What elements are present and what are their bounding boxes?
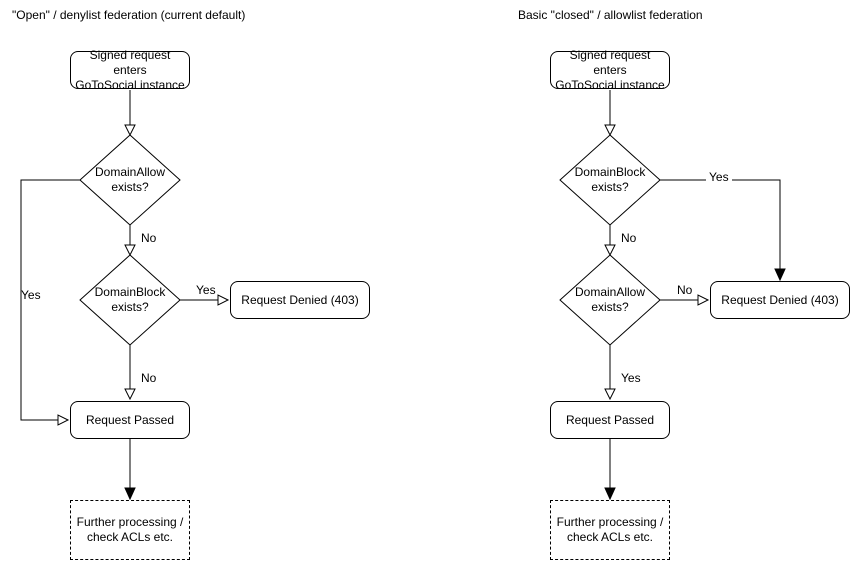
right-decision2-diamond	[559, 254, 661, 346]
left-denied-node: Request Denied (403)	[230, 281, 370, 319]
left-decision1-yes-label: Yes	[21, 288, 41, 302]
right-passed-node: Request Passed	[550, 401, 670, 439]
left-decision2-diamond	[79, 254, 181, 346]
left-arrowhead-decision2-open	[124, 244, 136, 257]
left-arrowhead-entry-open	[124, 124, 136, 137]
left-arrowhead-denied-open	[217, 294, 230, 306]
left-further-processing-node: Further processing / check ACLs etc.	[70, 500, 190, 560]
left-entry-node: Signed request enters GoToSocial instanc…	[70, 48, 190, 92]
right-arrowhead-further-filled	[604, 487, 616, 501]
left-decision1-no-label: No	[141, 231, 157, 245]
left-passed-node: Request Passed	[70, 401, 190, 439]
right-denied-node: Request Denied (403)	[710, 281, 850, 319]
left-decision1-diamond	[79, 134, 181, 226]
right-arrowhead-decision2-open	[604, 244, 616, 257]
right-entry-node: Signed request enters GoToSocial instanc…	[550, 48, 670, 92]
right-arrowhead-yes-passed-open	[604, 388, 616, 401]
left-decision2-no-label: No	[141, 371, 157, 385]
left-arrowhead-yes-passed-open	[57, 414, 70, 426]
right-decision1-diamond	[559, 134, 661, 226]
left-arrowhead-further-filled	[124, 487, 136, 501]
left-arrowhead-no-passed-open	[124, 388, 136, 401]
right-chart-title: Basic "closed" / allowlist federation	[518, 8, 703, 22]
left-chart-title: "Open" / denylist federation (current de…	[12, 8, 246, 22]
right-arrowhead-entry-open	[604, 124, 616, 137]
left-decision2-yes-label: Yes	[196, 283, 216, 297]
right-decision2-no-label: No	[677, 283, 693, 297]
right-decision2-yes-label: Yes	[621, 371, 641, 385]
right-arrowhead-yes-denied-filled	[774, 268, 786, 282]
right-further-processing-node: Further processing / check ACLs etc.	[550, 500, 670, 560]
right-edge-decision1-yes-to-denied	[660, 179, 781, 269]
left-edge-decision1-yes-to-passed	[20, 179, 80, 421]
right-decision1-no-label: No	[621, 231, 637, 245]
right-arrowhead-denied-open	[697, 294, 710, 306]
right-decision1-yes-label: Yes	[706, 170, 732, 184]
